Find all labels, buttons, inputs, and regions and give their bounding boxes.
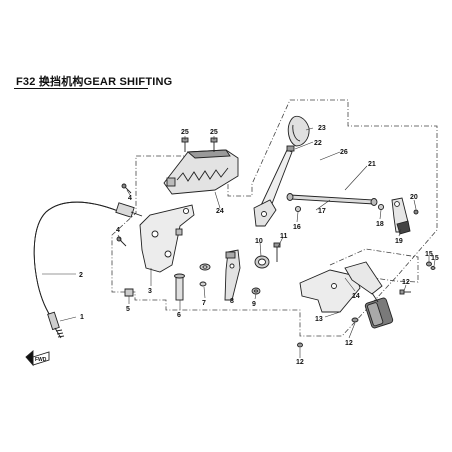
callout-15-b: 15 — [431, 255, 439, 262]
callout-5: 5 — [126, 306, 130, 313]
title-english: GEAR SHIFTING — [83, 76, 173, 88]
title-code: F32 — [16, 76, 36, 88]
nut-9 — [251, 287, 261, 295]
shift-bracket — [139, 204, 195, 273]
callout-19: 19 — [395, 238, 403, 245]
callout-18: 18 — [376, 221, 384, 228]
bolt-12-right — [399, 289, 411, 295]
washer-16 — [294, 205, 302, 213]
callout-12-c: 12 — [402, 279, 410, 286]
callout-25-left: 25 — [181, 129, 189, 136]
shift-cable — [33, 201, 143, 339]
callout-4-upper: 4 — [128, 195, 132, 202]
callout-20: 20 — [410, 194, 418, 201]
nut-12-c — [297, 342, 303, 348]
nut-12-b — [351, 317, 359, 323]
link-rod-17 — [286, 193, 378, 206]
callout-17: 17 — [318, 208, 326, 215]
bushing-10 — [254, 255, 270, 269]
washer-18 — [377, 203, 385, 211]
washer-7 — [199, 263, 211, 287]
bolt-20 — [413, 209, 419, 215]
fastener-15 — [426, 261, 436, 270]
callout-13: 13 — [315, 316, 323, 323]
forward-badge-label: FWD — [35, 357, 47, 363]
callout-16: 16 — [293, 224, 301, 231]
shaft-6 — [174, 273, 185, 301]
diagram-title: F32 换挡机构GEAR SHIFTING — [16, 73, 172, 89]
callout-2: 2 — [79, 272, 83, 279]
callout-12-a: 12 — [345, 340, 353, 347]
callout-21: 21 — [368, 161, 376, 168]
callout-8: 8 — [230, 298, 234, 305]
sub-boundary-right — [329, 248, 419, 283]
clip-5 — [124, 288, 134, 297]
callout-25-right: 25 — [210, 129, 218, 136]
callout-3: 3 — [148, 288, 152, 295]
callout-24: 24 — [216, 208, 224, 215]
callout-4-lower: 4 — [116, 227, 120, 234]
callout-23: 23 — [318, 125, 326, 132]
callout-9: 9 — [252, 301, 256, 308]
forward-badge: FWD — [25, 350, 50, 367]
bolt-25-right — [210, 137, 218, 152]
callout-11: 11 — [280, 233, 288, 240]
shift-lever-assembly-26 — [253, 149, 293, 227]
callout-22: 22 — [314, 140, 322, 147]
pin-11 — [273, 242, 281, 262]
callout-6: 6 — [177, 312, 181, 319]
title-chinese: 换挡机构 — [38, 76, 84, 88]
callout-7: 7 — [202, 300, 206, 307]
callout-26: 26 — [340, 149, 348, 156]
detent-plate-8 — [224, 249, 241, 301]
boot-22 — [286, 145, 295, 152]
callout-15-a: 15 — [425, 251, 433, 258]
callout-12-b: 12 — [296, 359, 304, 366]
callout-14: 14 — [352, 293, 360, 300]
callout-10: 10 — [255, 238, 263, 245]
shift-arm-19 — [391, 197, 411, 235]
callout-1: 1 — [80, 314, 84, 321]
shift-gate-plate — [163, 149, 239, 195]
shift-knob-23 — [287, 115, 310, 147]
bolt-4-upper — [121, 183, 132, 194]
shift-lever-14 — [344, 261, 394, 329]
title-underline — [14, 88, 148, 89]
bolt-25-left — [181, 137, 189, 152]
